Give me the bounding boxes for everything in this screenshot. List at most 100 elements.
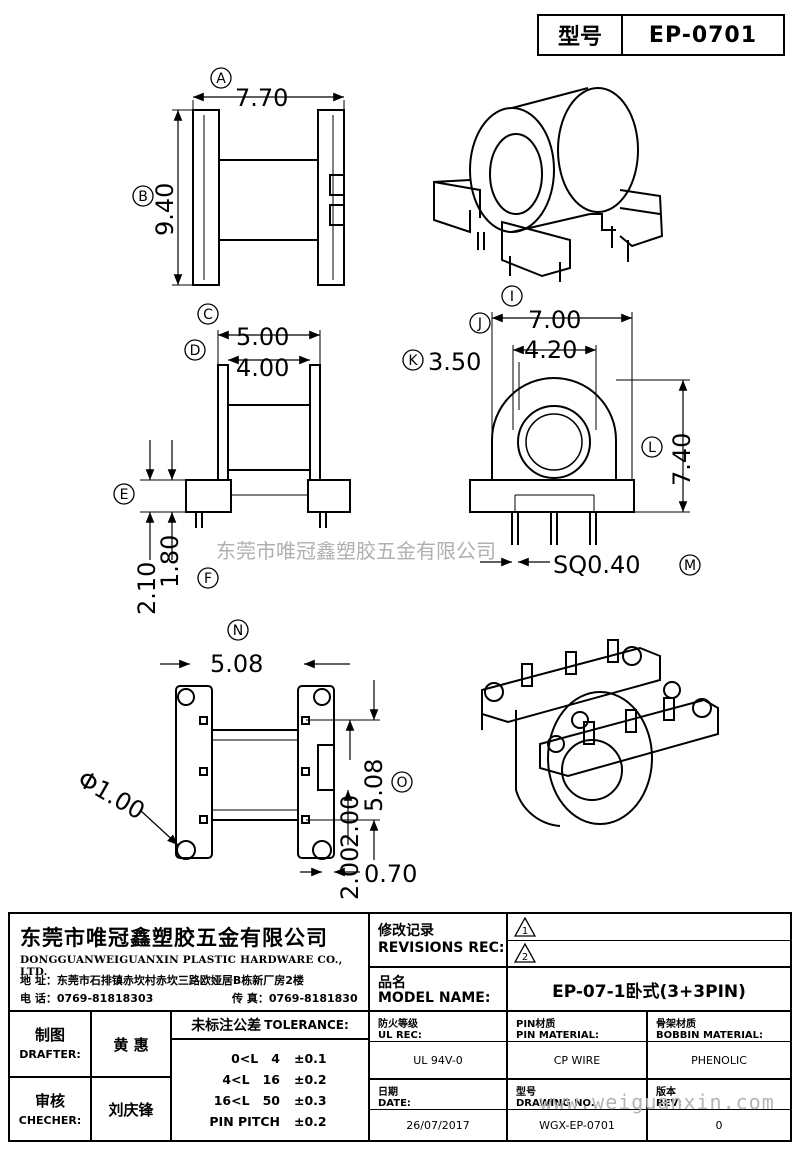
pin-value: CP WIRE — [508, 1042, 648, 1080]
dim-value-o: 5.08 — [360, 759, 388, 812]
rev-label: 版本 REV: — [648, 1080, 790, 1110]
end-view-right — [469, 312, 690, 567]
dim-value-lower-a: 2.00 — [336, 795, 364, 848]
revisions-label-en: REVISIONS REC: — [378, 940, 505, 956]
tolerance-range: 0<L 4 — [231, 1051, 280, 1066]
revision-triangle-icon: 2 — [514, 943, 536, 963]
model-label-cn: 品名 — [378, 975, 406, 991]
phone-value: 0769-81818303 — [56, 992, 154, 1005]
tolerance-title-cn: 未标注公差 — [191, 1018, 262, 1034]
tolerance-title: 未标注公差 TOLERANCE: — [172, 1012, 368, 1040]
date-label-en: DATE: — [378, 1098, 411, 1109]
dim-letter-a: A — [216, 71, 226, 87]
type-value: EP-0701 — [648, 22, 758, 48]
tolerance-row: 16<L 50 ±0.3 — [172, 1090, 368, 1111]
dim-letter-j: J — [477, 316, 482, 332]
date-label-cn: 日期 — [378, 1087, 398, 1098]
drafter-label-en: DRAFTER: — [19, 1048, 81, 1061]
header-box: 型号 EP-0701 — [537, 14, 785, 56]
ul-label-cn: 防火等级 — [378, 1019, 418, 1030]
checker-label-cn: 审核 — [34, 1092, 65, 1110]
date-label: 日期 DATE: — [370, 1080, 508, 1110]
dim-value-c: 5.00 — [236, 323, 289, 351]
bobbin-value: PHENOLIC — [648, 1042, 790, 1080]
watermark-company: 东莞市唯冠鑫塑胶五金有限公司 — [216, 539, 496, 563]
tolerance-value: ±0.2 — [294, 1072, 327, 1087]
revision-row-1: 1 — [508, 914, 790, 941]
side-view-top — [172, 92, 345, 286]
company-address: 地 址：东莞市石排镇赤坎村赤坎三路欧娅居B栋新厂房2楼 — [20, 972, 304, 988]
bottom-view-left — [139, 659, 380, 877]
address-label: 地 址： — [20, 974, 57, 987]
company-name-en: DONGGUANWEIGUANXIN PLASTIC HARDWARE CO.,… — [20, 954, 343, 978]
address-value: 东莞市石排镇赤坎村赤坎三路欧娅居B栋新厂房2楼 — [56, 974, 304, 987]
ul-value: UL 94V-0 — [370, 1042, 508, 1080]
drafter-name: 黄 惠 — [92, 1012, 172, 1078]
date-value: 26/07/2017 — [370, 1110, 508, 1140]
title-block: 东莞市唯冠鑫塑胶五金有限公司 DONGGUANWEIGUANXIN PLASTI… — [8, 912, 792, 1142]
dim-value-lower-b: 2.00 — [336, 847, 364, 900]
tolerance-value: ±0.3 — [294, 1093, 327, 1108]
type-label: 型号 — [539, 16, 623, 54]
company-fax: 传 真：0769-8181830 — [232, 990, 358, 1006]
rev-label-en: REV: — [656, 1098, 682, 1109]
dim-value-lower-c: 0.70 — [364, 860, 417, 888]
dim-value-ef2: 1.80 — [156, 535, 184, 588]
fax-value: 0769-8181830 — [268, 992, 358, 1005]
dim-letter-l: L — [648, 440, 656, 456]
ul-label-en: UL REC: — [378, 1030, 422, 1041]
dim-letter-m: M — [684, 558, 696, 574]
revisions-label-cn: 修改记录 — [378, 923, 434, 939]
drawing-label-en: DRAWING NO. — [516, 1098, 595, 1109]
dim-value-a: 7.70 — [235, 84, 288, 112]
drawing-no-label: 型号 DRAWING NO. — [508, 1080, 648, 1110]
bobbin-label-en: BOBBIN MATERIAL: — [656, 1030, 764, 1041]
dim-value-i: 7.00 — [528, 306, 581, 334]
model-label: 品名 MODEL NAME: — [370, 968, 508, 1012]
company-area: 东莞市唯冠鑫塑胶五金有限公司 DONGGUANWEIGUANXIN PLASTI… — [10, 914, 370, 1012]
dim-letter-o: O — [396, 775, 407, 791]
dim-letter-i: I — [510, 289, 514, 305]
dim-letter-e: E — [120, 487, 129, 503]
pin-label-en: PIN MATERIAL: — [516, 1030, 599, 1041]
tolerance-rows: 0<L 4 ±0.1 4<L 16 ±0.2 16<L 50 ±0.3 PIN … — [172, 1048, 368, 1132]
revisions-label: 修改记录 REVISIONS REC: — [370, 914, 508, 968]
dim-value-d: 4.00 — [236, 354, 289, 382]
dim-letter-b: B — [138, 189, 148, 205]
dimension-labels: A 7.70 B 9.40 C 5.00 D 4.00 E F 2.10 1.8… — [73, 67, 701, 900]
dim-value-pin-dia: Φ1.00 — [73, 765, 150, 825]
tolerance-row: 4<L 16 ±0.2 — [172, 1069, 368, 1090]
company-phone: 电 话：0769-81818303 — [20, 990, 153, 1006]
checker-label-en: CHECHER: — [18, 1114, 82, 1127]
revision-triangle-icon: 1 — [514, 917, 536, 937]
watermark-website: www.weiguanxin.com — [540, 1090, 775, 1114]
dim-value-n: 5.08 — [210, 650, 263, 678]
iso-view-bottom — [481, 639, 719, 827]
dim-value-ef1: 2.10 — [133, 562, 161, 615]
rev1-number: 1 — [522, 926, 528, 937]
dim-letter-f: F — [204, 571, 212, 587]
tolerance-title-en: TOLERANCE: — [264, 1018, 349, 1032]
tolerance-block: 未标注公差 TOLERANCE: 0<L 4 ±0.1 4<L 16 ±0.2 … — [172, 1012, 370, 1140]
phone-label: 电 话： — [20, 992, 57, 1005]
pin-label: PIN材质 PIN MATERIAL: — [508, 1012, 648, 1042]
dim-letter-d: D — [190, 343, 201, 359]
dim-value-k: 3.50 — [428, 348, 481, 376]
dim-value-j: 4.20 — [524, 336, 577, 364]
dim-letter-n: N — [233, 623, 243, 639]
dim-value-m: SQ0.40 — [553, 551, 641, 579]
technical-drawing: A 7.70 B 9.40 C 5.00 D 4.00 E F 2.10 1.8… — [73, 67, 719, 900]
model-label-en: MODEL NAME: — [378, 990, 491, 1006]
tolerance-value: ±0.1 — [294, 1051, 327, 1066]
revision-row-2: 2 — [508, 941, 790, 968]
rev-value: 0 — [715, 1118, 723, 1132]
checker-label: 审核 CHECHER: — [10, 1078, 92, 1140]
front-view-left — [140, 330, 351, 560]
tolerance-range: 4<L 16 — [222, 1072, 280, 1087]
dim-letter-k: K — [408, 353, 418, 369]
bobbin-label: 骨架材质 BOBBIN MATERIAL: — [648, 1012, 790, 1042]
ul-label: 防火等级 UL REC: — [370, 1012, 508, 1042]
rev2-number: 2 — [522, 952, 528, 963]
fax-label: 传 真： — [232, 992, 269, 1005]
checker-name: 刘庆锋 — [92, 1078, 172, 1140]
